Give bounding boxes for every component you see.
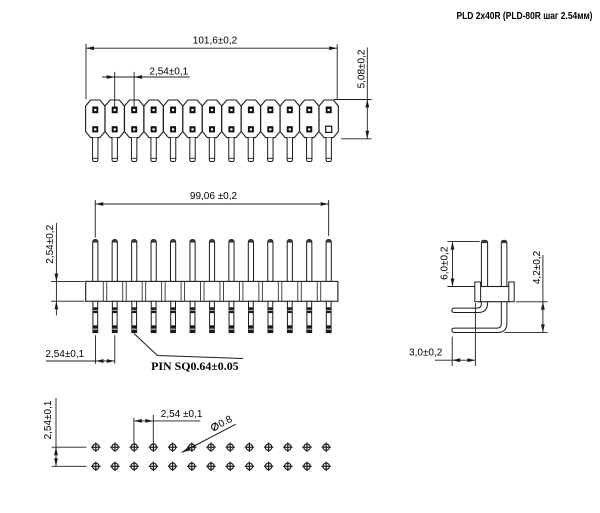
- svg-text:2,54±0,1: 2,54±0,1: [43, 400, 54, 439]
- svg-text:6,0±0,2: 6,0±0,2: [440, 246, 451, 280]
- svg-text:3,0±0,2: 3,0±0,2: [409, 347, 443, 358]
- svg-text:2,54±0,2: 2,54±0,2: [45, 224, 56, 263]
- svg-text:2,54 ±0,1: 2,54 ±0,1: [161, 409, 203, 420]
- svg-text:PLD 2x40R (PLD-80R шаг 2.54мм): PLD 2x40R (PLD-80R шаг 2.54мм): [457, 11, 593, 22]
- svg-text:2,54±0,1: 2,54±0,1: [45, 349, 84, 360]
- svg-text:2,54±0,1: 2,54±0,1: [149, 67, 188, 78]
- svg-text:4,2±0,2: 4,2±0,2: [532, 250, 543, 284]
- svg-text:101,6±0,2: 101,6±0,2: [193, 35, 238, 46]
- svg-text:5,08±0,2: 5,08±0,2: [356, 49, 367, 88]
- svg-text:99,06 ±0,2: 99,06 ±0,2: [190, 191, 238, 202]
- svg-text:PIN SQ0.64±0.05: PIN SQ0.64±0.05: [151, 361, 239, 373]
